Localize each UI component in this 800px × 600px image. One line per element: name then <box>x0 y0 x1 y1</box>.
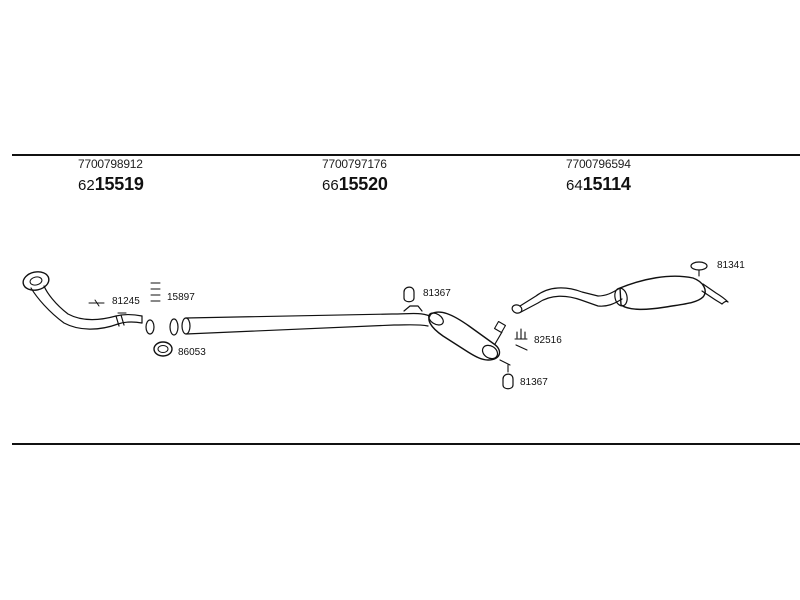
middle-silencer-oe-number: 7700797176 <box>322 157 387 171</box>
upper-hanger-bracket <box>403 305 423 312</box>
rear-pipe[interactable] <box>511 287 623 315</box>
middle-silencer-code-main: 15520 <box>338 174 388 194</box>
middle-silencer-code-prefix: 66 <box>322 177 339 194</box>
rear-pipe-upper-outline <box>519 287 621 307</box>
part-81367-lower-label: 81367 <box>520 377 548 388</box>
part-81245-label: 81245 <box>112 296 140 307</box>
rubber-hanger-icon[interactable] <box>502 364 514 390</box>
flange-left <box>145 319 155 335</box>
callout-15897-rack <box>150 282 161 302</box>
rubber-hanger-icon[interactable] <box>690 261 708 277</box>
rear-silencer-tailpipe-lower <box>701 290 723 305</box>
middle-silencer-outlet <box>494 331 503 345</box>
middle-silencer-tail <box>499 359 511 366</box>
rubber-hanger-icon[interactable] <box>403 286 423 312</box>
bolt-set-icon[interactable] <box>514 328 528 351</box>
flange-right <box>169 318 179 336</box>
part-81341-label: 81341 <box>717 260 745 271</box>
front-pipe[interactable] <box>21 269 143 330</box>
part-86053-label: 86053 <box>178 347 206 358</box>
rear-pipe-lower-outline <box>520 295 623 313</box>
lower-hanger-rubber <box>502 373 514 390</box>
rear-silencer-header: 7700796594 6415114 <box>566 158 631 194</box>
clamp-icon[interactable] <box>115 312 127 327</box>
rear-silencer[interactable] <box>613 275 729 311</box>
callout-81245-arrow <box>94 299 100 307</box>
rear-pipe-inlet-flange <box>511 304 523 314</box>
clamp-right-band <box>120 314 125 326</box>
manifold-flange-inner <box>29 276 43 286</box>
front-pipe-code-prefix: 62 <box>78 177 95 194</box>
rear-silencer-tip <box>721 300 729 305</box>
rear-silencer-code-prefix: 64 <box>566 177 583 194</box>
manifold-flange <box>22 271 50 291</box>
front-pipe-part-code: 6215519 <box>78 175 144 194</box>
rear-silencer-oe-number: 7700796594 <box>566 157 631 171</box>
flange-joint[interactable] <box>145 317 191 336</box>
front-pipe-upper-outline <box>30 287 143 330</box>
front-pipe-oe-number: 7700798912 <box>78 157 143 171</box>
bolt-set-tail <box>515 344 528 351</box>
middle-silencer-outlet-flange <box>493 320 507 334</box>
part-15897-label: 15897 <box>167 292 195 303</box>
front-pipe-header: 7700798912 6215519 <box>78 158 144 194</box>
middle-silencer-header: 7700797176 6615520 <box>322 158 388 194</box>
middle-pipe-lower-outline <box>185 324 429 335</box>
part-82516-label: 82516 <box>534 335 562 346</box>
front-pipe-lower-outline <box>43 285 143 321</box>
gasket-outer-ring <box>153 341 173 357</box>
middle-silencer-rear-face <box>481 344 499 360</box>
top-divider <box>12 154 800 156</box>
rear-silencer-front-face <box>614 287 628 307</box>
flange-right-rear <box>181 317 191 335</box>
middle-silencer-body <box>428 311 501 361</box>
part-81367-upper-label: 81367 <box>423 288 451 299</box>
middle-silencer-front-face <box>428 312 444 326</box>
gasket-inner-ring <box>157 345 169 353</box>
middle-pipe[interactable] <box>185 312 431 335</box>
rear-silencer-part-code: 6415114 <box>566 175 631 194</box>
gasket-icon[interactable] <box>153 341 173 357</box>
rear-hanger-rubber <box>690 261 708 271</box>
front-pipe-code-main: 15519 <box>94 174 144 194</box>
rear-silencer-code-main: 15114 <box>582 174 631 194</box>
middle-silencer[interactable] <box>427 311 511 366</box>
middle-pipe-upper-outline <box>185 312 431 319</box>
bottom-divider <box>12 443 800 445</box>
middle-silencer-part-code: 6615520 <box>322 175 388 194</box>
clamp-left-band <box>115 315 120 327</box>
rear-silencer-body <box>619 275 706 311</box>
upper-hanger-rubber <box>403 286 415 303</box>
